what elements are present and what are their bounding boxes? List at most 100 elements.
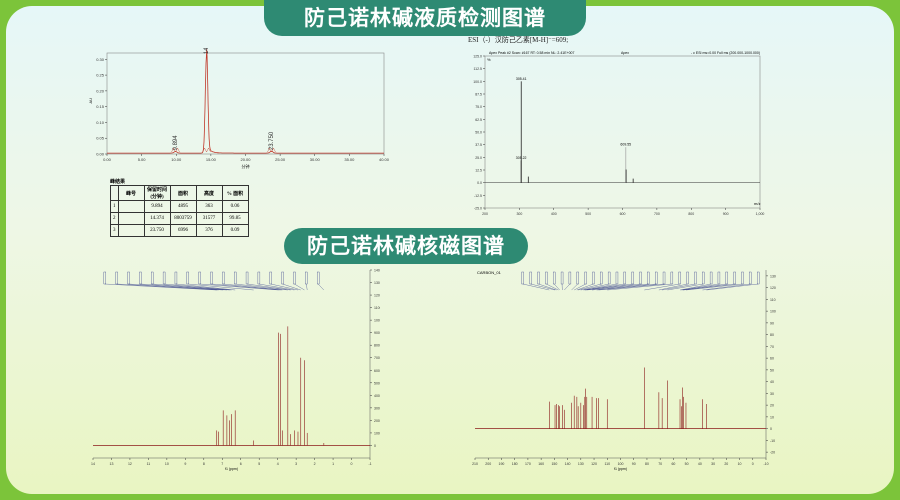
x-tick-label: 1,000 — [756, 212, 765, 216]
y-tick-label: -20 — [770, 451, 775, 455]
y-tick-label: 75.0 — [475, 105, 482, 109]
x-tick-label: 80 — [645, 462, 649, 466]
x-tick-label: 40 — [698, 462, 702, 466]
peak-label-mark — [257, 271, 261, 285]
plot-frame — [106, 52, 385, 155]
table-cell: 0.09 — [221, 224, 249, 237]
peak-label-mark — [269, 271, 272, 285]
table-cell — [117, 212, 145, 225]
x-tick-label: 5.00 — [138, 157, 147, 162]
peak-label-leader — [270, 283, 299, 291]
peak-label-mark — [741, 271, 744, 285]
x-tick-label: 100 — [618, 462, 624, 466]
peak-marker — [202, 147, 211, 153]
y-tick-label: 50.0 — [475, 131, 482, 135]
peak-label-leader — [104, 283, 217, 291]
peak-label-leader — [530, 283, 556, 291]
y-tick-label: 60 — [770, 357, 774, 361]
y-tick-label: 500 — [374, 381, 380, 385]
x-tick-label: 4 — [277, 462, 279, 466]
x-tick-label: 6 — [240, 462, 242, 466]
ms-header-right: - c ESI ms=0.00 Full ms (200.000-1000.00… — [691, 51, 760, 55]
x-axis-label: f1 (ppm) — [225, 467, 238, 471]
table-cell — [117, 200, 145, 213]
peak-label-leader — [702, 283, 751, 291]
peak-label-leader — [583, 283, 617, 291]
x-tick-label: 50 — [685, 462, 689, 466]
peak-label-mark — [584, 271, 587, 285]
peak-label-mark — [592, 271, 595, 285]
table-cell: 376 — [195, 224, 223, 237]
lcms-section-title: 防己诺林碱液质检测图谱 — [264, 0, 586, 36]
peak-label-mark — [234, 271, 237, 285]
table-cell: 4895 — [169, 200, 197, 213]
peak-label-leader — [128, 283, 224, 291]
column-header — [110, 185, 119, 201]
peak-label-mark — [560, 271, 564, 285]
y-tick-label: 40 — [770, 380, 774, 384]
y-tick-label: 0 — [374, 444, 376, 448]
y-tick-label: 300 — [374, 406, 380, 410]
peak-label-leader — [522, 283, 550, 291]
y-tick-label: -10 — [770, 439, 775, 443]
peak-label-mark — [198, 271, 201, 285]
table-cell: 14.374 — [143, 212, 171, 225]
peak-label-mark — [623, 271, 626, 285]
table-caption: 峰结果 — [110, 179, 126, 185]
peak-label-mark — [553, 271, 556, 285]
y-tick-label: 1300 — [374, 281, 380, 285]
x-tick-label: 180 — [512, 462, 518, 466]
peak-label-leader — [306, 283, 308, 291]
peak-label-mark — [615, 271, 619, 285]
peak-label-leader — [644, 283, 680, 291]
peak-label-mark — [717, 271, 721, 285]
table-cell: 1 — [110, 200, 119, 213]
peak-label-mark — [678, 271, 681, 285]
peak-label-leader — [592, 283, 649, 291]
x-tick-label: -1 — [368, 462, 371, 466]
content-panel: 防己诺林碱液质检测图谱 防己诺林碱核磁图谱 — [6, 0, 894, 494]
peak-label-mark — [733, 271, 736, 285]
y-tick-label: 200 — [374, 419, 380, 423]
ms-header-left: Apex Peak #2 Scan: #167 RT: 0.58 min NL:… — [489, 51, 575, 55]
peak-label-mark — [210, 271, 213, 285]
column-header: 保留时间(分钟) — [143, 185, 171, 201]
table-cell: 8003759 — [169, 212, 197, 225]
peak-label-leader — [199, 283, 279, 291]
ms-x-unit: m/z — [754, 201, 760, 206]
ms-peak-label: 305.41 — [516, 77, 527, 81]
x-tick-label: 10 — [165, 462, 169, 466]
peak-label-leader — [662, 283, 696, 291]
x-tick-label: 20.00 — [240, 157, 251, 162]
x-tick-label: 1 — [332, 462, 334, 466]
x-tick-label: 60 — [671, 462, 675, 466]
peak-label-leader — [538, 283, 557, 291]
y-tick-label: 112.5 — [474, 67, 483, 71]
x-tick-label: 15.00 — [206, 157, 217, 162]
x-axis-label: f1 (ppm) — [614, 467, 627, 471]
y-tick-label: 90 — [770, 321, 774, 325]
x-tick-label: 20 — [724, 462, 728, 466]
peak-label-mark — [655, 271, 658, 285]
peak-label-leader — [554, 283, 560, 291]
y-tick-label: 100 — [374, 431, 380, 435]
column-header: 峰号 — [117, 185, 145, 201]
peak-marker — [171, 147, 180, 153]
peak-label-leader — [681, 283, 719, 291]
peak-label-mark — [757, 271, 760, 285]
y-tick-label: 120 — [770, 286, 776, 290]
peak-label-mark — [670, 271, 674, 285]
peak-label-leader — [682, 283, 727, 291]
peak-label-leader — [235, 283, 288, 291]
peak-label-leader — [576, 283, 594, 291]
ms-peak-label: 305.22 — [516, 156, 527, 160]
peak-label-leader — [294, 283, 305, 291]
ms-peak-label: 609.55 — [620, 143, 631, 147]
x-tick-label: 130 — [578, 462, 584, 466]
y-tick-label: -12.5 — [474, 194, 482, 198]
table-cell: 2 — [110, 212, 119, 225]
